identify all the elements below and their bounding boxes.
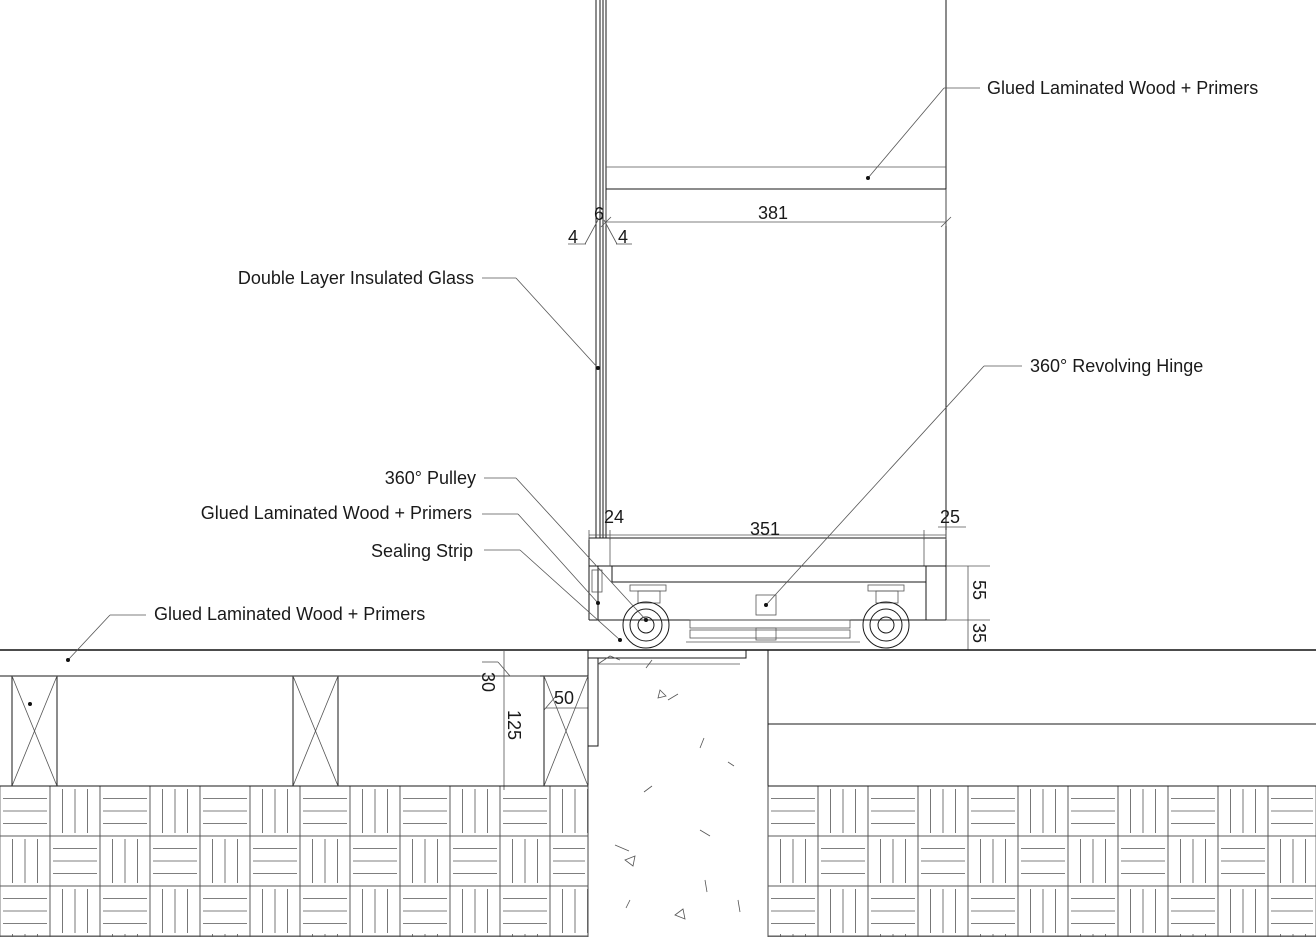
glass-panel <box>595 0 607 538</box>
leader-hinge <box>764 365 1022 607</box>
leader-top-beam <box>866 87 980 180</box>
brick-hatch-left <box>0 785 589 937</box>
dim-joist-height: 125 <box>504 710 524 740</box>
dim-frame-height: 55 <box>969 580 989 600</box>
dimension-floor: 30 125 50 <box>478 650 588 790</box>
leader-sealing <box>484 549 622 642</box>
dim-frame-left: 24 <box>604 507 624 527</box>
label-frame: Glued Laminated Wood + Primers <box>201 503 472 523</box>
dim-glass-right: 4 <box>618 227 628 247</box>
dim-glass-left: 4 <box>568 227 578 247</box>
dimension-height: 55 35 <box>946 565 990 650</box>
dim-wheel-height: 35 <box>969 623 989 643</box>
label-pulley: 360° Pulley <box>385 468 476 488</box>
label-glass: Double Layer Insulated Glass <box>238 268 474 288</box>
dim-joist-width: 50 <box>554 688 574 708</box>
leader-frame <box>482 513 600 605</box>
dim-glass-gap: 6 <box>594 204 604 224</box>
joist-1 <box>11 675 58 787</box>
hinge-block <box>755 594 777 616</box>
dim-frame-width: 351 <box>750 519 780 539</box>
pulley-right <box>862 584 910 649</box>
label-floor: Glued Laminated Wood + Primers <box>154 604 425 624</box>
pulley-left <box>622 584 670 649</box>
floor-surface <box>0 649 1316 725</box>
label-top-beam: Glued Laminated Wood + Primers <box>987 78 1258 98</box>
leader-floor <box>28 614 146 706</box>
dim-floor-board: 30 <box>478 672 498 692</box>
joist-2 <box>292 675 339 787</box>
dimension-glass: 6 4 4 <box>568 204 632 247</box>
dimension-top-width: 381 <box>600 189 952 228</box>
bottom-frame <box>588 537 947 643</box>
weave-cell <box>1267 835 1316 887</box>
leader-pulley <box>484 477 648 622</box>
label-sealing: Sealing Strip <box>371 541 473 561</box>
concrete-hatch <box>614 659 741 920</box>
weave-cell <box>549 785 589 837</box>
weave-cell <box>549 885 589 937</box>
label-hinge: 360° Revolving Hinge <box>1030 356 1203 376</box>
dim-frame-right: 25 <box>940 507 960 527</box>
wall-panel <box>606 0 947 620</box>
brick-hatch-right <box>767 785 1316 937</box>
dim-top-width: 381 <box>758 203 788 223</box>
dimension-frame: 24 351 25 <box>588 507 966 540</box>
threshold <box>587 650 769 937</box>
leader-glass <box>482 277 600 370</box>
